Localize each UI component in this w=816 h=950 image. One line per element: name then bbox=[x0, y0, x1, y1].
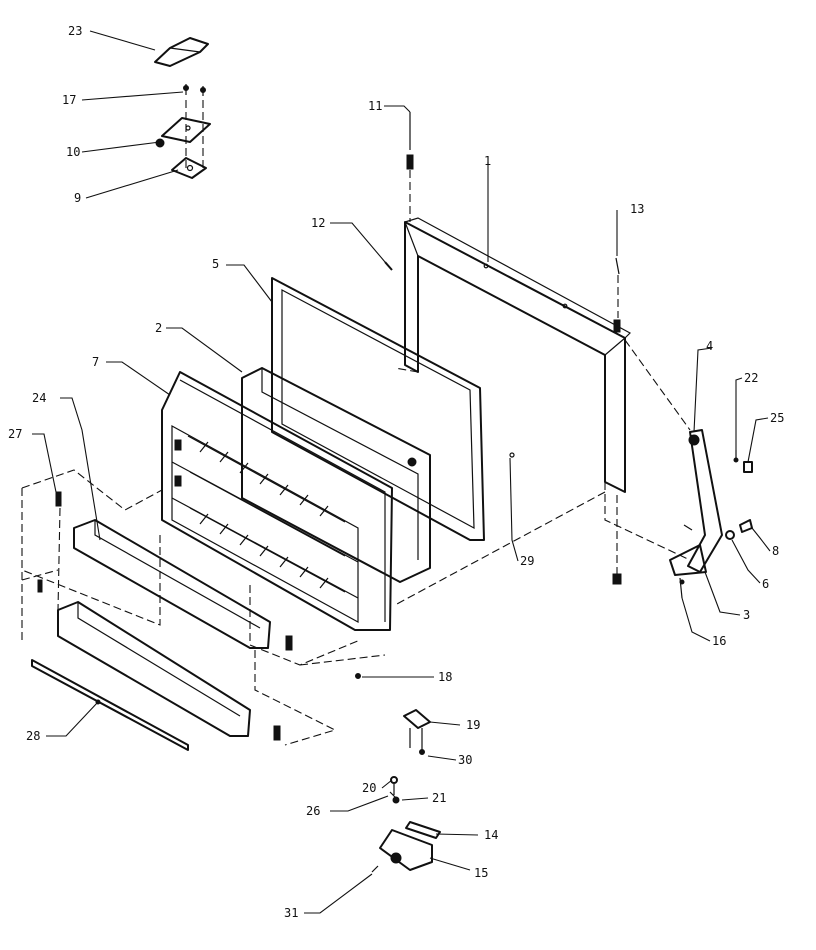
callout-22: 22 bbox=[744, 371, 758, 385]
bottom-hinge-pin-parts bbox=[389, 776, 400, 804]
callout-30: 30 bbox=[458, 753, 472, 767]
door-bin-upper bbox=[73, 519, 293, 651]
callout-13: 13 bbox=[630, 202, 644, 216]
callout-27: 27 bbox=[8, 427, 22, 441]
callout-6: 6 bbox=[762, 577, 769, 591]
hinge-cover-part bbox=[154, 37, 209, 67]
side-screw-part bbox=[384, 261, 393, 271]
callout-29: 29 bbox=[520, 554, 534, 568]
door-inner-with-shelves bbox=[161, 371, 393, 631]
callout-leaders bbox=[32, 30, 771, 914]
door-outer-panel bbox=[404, 217, 631, 493]
callout-21: 21 bbox=[432, 791, 446, 805]
callout-9: 9 bbox=[74, 191, 81, 205]
right-screw-part bbox=[612, 257, 622, 585]
callout-8: 8 bbox=[772, 544, 779, 558]
callout-23: 23 bbox=[68, 24, 82, 38]
bin-alignment-lines bbox=[21, 469, 386, 746]
callout-26: 26 bbox=[306, 804, 320, 818]
callout-15: 15 bbox=[474, 866, 488, 880]
callout-4: 4 bbox=[706, 339, 713, 353]
callout-5: 5 bbox=[212, 257, 219, 271]
callout-18: 18 bbox=[438, 670, 452, 684]
callout-17: 17 bbox=[62, 93, 76, 107]
callout-3: 3 bbox=[743, 608, 750, 622]
callout-1: 1 bbox=[484, 154, 491, 168]
callout-11: 11 bbox=[368, 99, 382, 113]
callout-28: 28 bbox=[26, 729, 40, 743]
door-liner bbox=[241, 367, 431, 583]
hinge-pin-part bbox=[733, 450, 739, 463]
callout-12: 12 bbox=[311, 216, 325, 230]
callout-14: 14 bbox=[484, 828, 498, 842]
top-screw-part bbox=[406, 112, 414, 222]
hinge-bracket-part bbox=[155, 117, 211, 148]
callout-16: 16 bbox=[712, 634, 726, 648]
hinge-cap-part bbox=[743, 461, 753, 473]
callout-7: 7 bbox=[92, 355, 99, 369]
callout-labels: 1 2 3 4 5 6 7 8 9 10 11 12 13 14 15 16 1… bbox=[8, 24, 784, 920]
callout-25: 25 bbox=[770, 411, 784, 425]
callout-24: 24 bbox=[32, 391, 46, 405]
right-hinge-bracket bbox=[669, 429, 723, 576]
hinge-shim-part bbox=[171, 157, 207, 179]
callout-10: 10 bbox=[66, 145, 80, 159]
door-bin-lower bbox=[37, 579, 281, 741]
hinge-screws bbox=[183, 84, 206, 170]
callout-2: 2 bbox=[155, 321, 162, 335]
bottom-bracket-part bbox=[403, 709, 431, 755]
callout-19: 19 bbox=[466, 718, 480, 732]
door-alignment-line bbox=[394, 339, 691, 606]
bin-clip-part bbox=[55, 491, 62, 507]
bottom-screw-part bbox=[355, 673, 361, 679]
bottom-hinge-bracket bbox=[371, 821, 441, 873]
callout-31: 31 bbox=[284, 906, 298, 920]
callout-20: 20 bbox=[362, 781, 376, 795]
